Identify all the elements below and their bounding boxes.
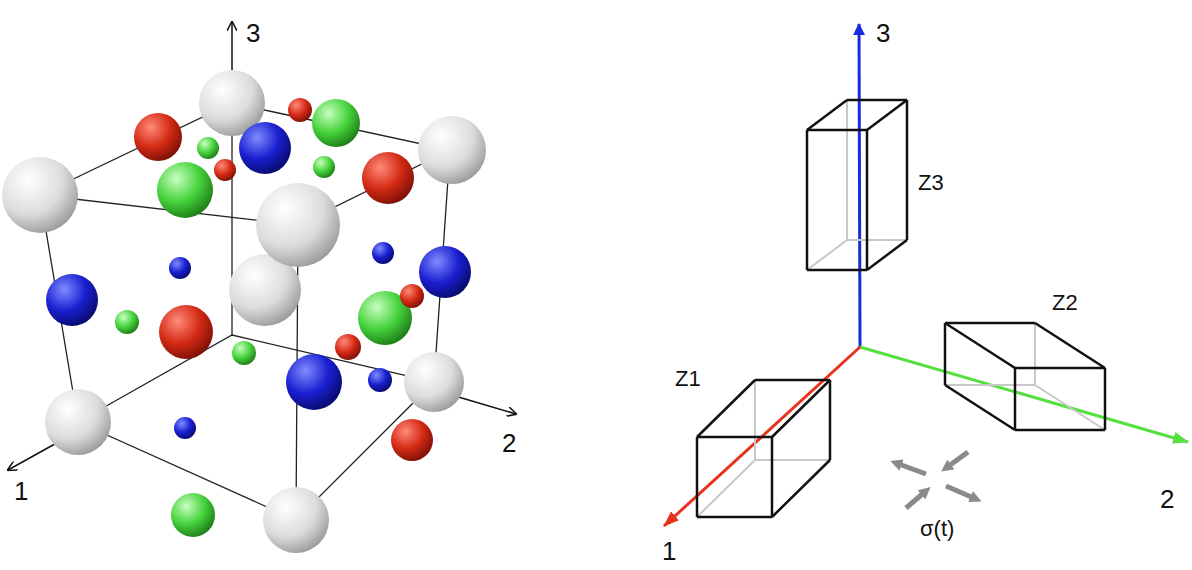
box-edge — [1034, 323, 1036, 385]
box-edge — [906, 100, 909, 240]
box-edge — [944, 323, 947, 385]
atom — [171, 493, 215, 537]
box-edge — [807, 100, 847, 130]
stress-arrows — [896, 452, 976, 508]
axis-label: Z3 — [918, 172, 944, 194]
atom — [404, 352, 464, 412]
axis-label: Z1 — [675, 368, 701, 390]
atom — [419, 246, 471, 298]
atom — [312, 99, 360, 147]
atoms — [2, 70, 486, 553]
box-edge — [945, 384, 1035, 386]
box-edge — [771, 437, 774, 517]
box-edge — [772, 380, 830, 437]
box-edge — [847, 99, 907, 102]
atom — [313, 156, 335, 178]
atom — [169, 257, 191, 279]
box-edge — [1015, 367, 1105, 370]
atom — [46, 274, 98, 326]
box-edge — [697, 460, 755, 517]
atom — [115, 310, 139, 334]
atom — [391, 419, 433, 461]
atom — [256, 183, 340, 267]
atom — [197, 137, 219, 159]
box-edge — [697, 516, 772, 519]
axis-label: 3 — [876, 20, 890, 46]
axis-label: 1 — [662, 538, 676, 564]
box-edge — [945, 322, 1035, 325]
box-edge — [1014, 368, 1017, 430]
atom — [45, 389, 111, 455]
axes-left — [8, 22, 516, 470]
box-edge — [696, 437, 699, 517]
box-edge — [866, 130, 869, 270]
atom — [362, 152, 414, 204]
atom — [286, 354, 342, 410]
atom — [288, 98, 312, 122]
atom — [159, 305, 213, 359]
axis-label: 2 — [502, 430, 516, 456]
axis-label: Z2 — [1052, 292, 1078, 314]
box-edge — [867, 100, 907, 130]
atom — [239, 122, 291, 174]
atom — [400, 284, 424, 308]
atom — [134, 113, 182, 161]
box-edge — [755, 459, 830, 461]
atom — [372, 242, 394, 264]
box-edge — [807, 129, 867, 132]
atom — [157, 162, 213, 218]
axes-right — [664, 24, 1188, 526]
atom — [263, 487, 329, 553]
atom — [232, 341, 256, 365]
box-edge — [945, 323, 1015, 368]
axis-label: 2 — [1160, 486, 1174, 512]
box-edge — [772, 460, 830, 517]
axis-label: σ(t) — [920, 518, 954, 540]
box-edge — [945, 385, 1015, 430]
atom — [335, 334, 361, 360]
sample-boxes — [697, 100, 1105, 517]
box-edge — [754, 380, 756, 460]
atom — [418, 116, 486, 184]
atom — [368, 368, 392, 392]
box-edge — [697, 380, 755, 437]
box-edge — [1104, 368, 1107, 430]
box-edge — [807, 240, 847, 270]
axis-label: 1 — [14, 478, 28, 504]
atom — [2, 157, 78, 233]
box-edge — [1015, 429, 1105, 432]
box-edge — [806, 130, 809, 270]
box-edge — [1035, 323, 1105, 368]
box-edge — [807, 269, 867, 272]
box-edge — [846, 100, 848, 240]
axis-label: 3 — [246, 20, 260, 46]
atom — [174, 417, 196, 439]
cell-edges — [40, 103, 450, 520]
box-edge — [1035, 385, 1105, 430]
box-edge — [847, 239, 907, 241]
atom — [214, 159, 236, 181]
box-edge — [829, 380, 832, 460]
box-edge — [697, 436, 772, 439]
box-edge — [867, 240, 907, 270]
box-edge — [755, 379, 830, 382]
